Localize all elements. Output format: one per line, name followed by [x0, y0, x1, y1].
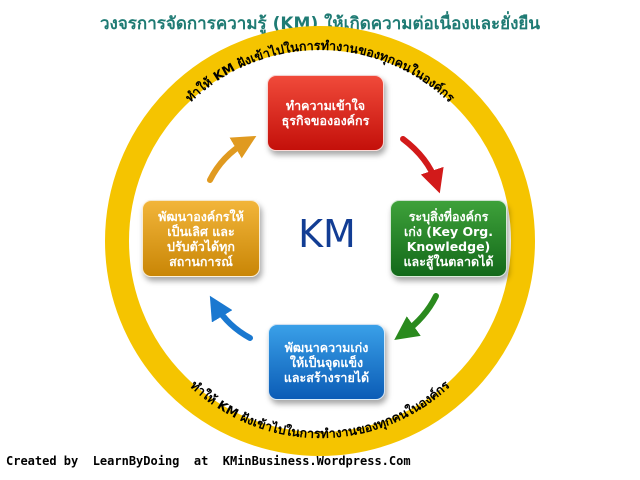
- step-identify-key-knowledge-text: ระบุสิ่งที่องค์กร เก่ง (Key Org. Knowled…: [403, 208, 494, 269]
- step-organization-excellence-text: พัฒนาองค์กรให้ เป็นเลิศ และ ปรับตัวได้ทุ…: [158, 208, 244, 269]
- step-develop-strength-box: พัฒนาความเก่ง ให้เป็นจุดแข็ง และสร้างราย…: [268, 324, 385, 400]
- step-develop-strength-text: พัฒนาความเก่ง ให้เป็นจุดแข็ง และสร้างราย…: [283, 339, 370, 385]
- center-km-label: KM: [298, 212, 356, 256]
- credit-line: Created by LearnByDoing at KMinBusiness.…: [6, 454, 411, 468]
- step-understand-business-box: ทำความเข้าใจ ธุรกิจขององค์กร: [267, 75, 384, 151]
- step-understand-business-text: ทำความเข้าใจ ธุรกิจขององค์กร: [281, 98, 370, 128]
- arrow-left-to-top: [207, 135, 257, 183]
- arrow-bottom-to-left: [209, 295, 253, 341]
- outer-ring: [105, 26, 535, 456]
- arrow-top-to-right: [400, 136, 444, 194]
- step-identify-key-knowledge-box: ระบุสิ่งที่องค์กร เก่ง (Key Org. Knowled…: [390, 200, 507, 277]
- arrow-right-to-bottom: [394, 293, 439, 340]
- diagram-title: วงจรการจัดการความรู้ (KM) ให้เกิดความต่อ…: [99, 14, 540, 34]
- step-organization-excellence-box: พัฒนาองค์กรให้ เป็นเลิศ และ ปรับตัวได้ทุ…: [142, 200, 260, 277]
